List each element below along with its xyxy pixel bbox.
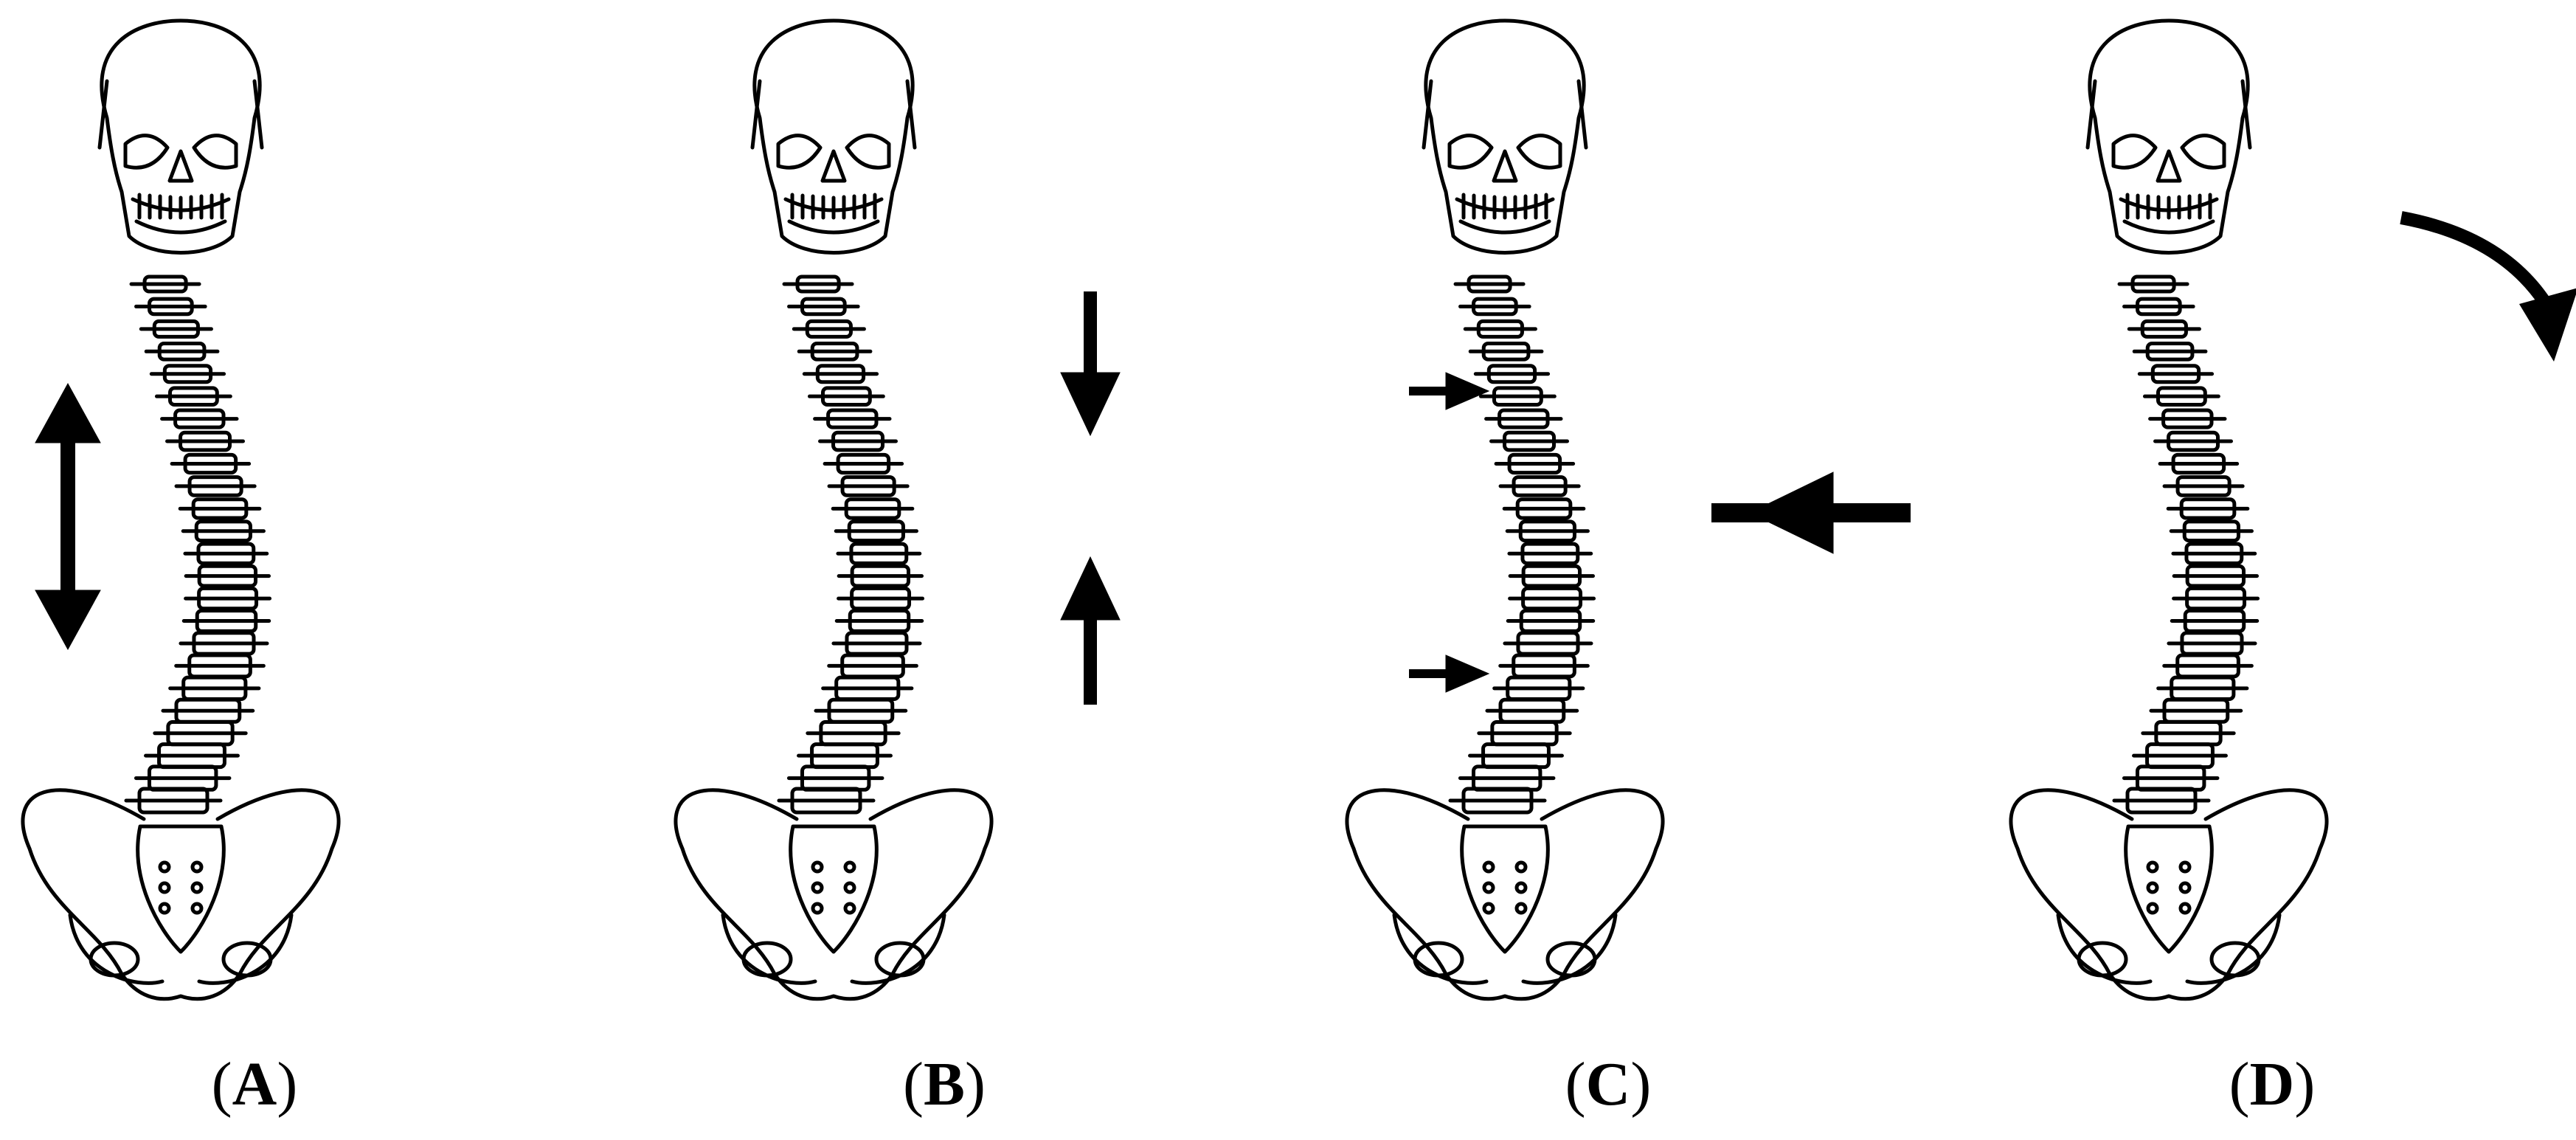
skull-icon bbox=[97, 18, 264, 255]
panel-d-drawing bbox=[2009, 18, 2576, 1001]
arrow-down-icon bbox=[1060, 291, 1121, 437]
skull-icon bbox=[1422, 18, 1588, 255]
spine-icon bbox=[1448, 274, 1596, 815]
arrow-rotate-clockwise-icon bbox=[2400, 211, 2576, 362]
panel-b: (B) bbox=[657, 0, 1306, 1140]
arrow-right-upper-icon bbox=[1409, 372, 1490, 410]
arrow-up-icon bbox=[1060, 556, 1121, 705]
arrow-right-lower-icon bbox=[1409, 654, 1490, 693]
skull-icon bbox=[750, 18, 917, 255]
panel-c-drawing bbox=[1345, 18, 1911, 1001]
panel-a-drawing bbox=[21, 18, 341, 1001]
caption-d: (D) bbox=[2229, 1050, 2316, 1119]
double-arrow-vertical-icon bbox=[35, 382, 101, 651]
skeleton-a bbox=[21, 18, 341, 1001]
panel-c: (C) bbox=[1328, 0, 1977, 1140]
skeleton-c bbox=[1345, 18, 1665, 1001]
caption-c: (C) bbox=[1565, 1050, 1652, 1119]
skeleton-d bbox=[2009, 18, 2329, 1001]
arrow-left-large-icon bbox=[1711, 471, 1911, 554]
spine-icon bbox=[124, 274, 272, 815]
panel-b-drawing bbox=[674, 18, 1121, 1001]
caption-a: (A) bbox=[211, 1050, 298, 1119]
skull-icon bbox=[2085, 18, 2252, 255]
spine-icon bbox=[777, 274, 925, 815]
pelvis-icon bbox=[1345, 788, 1665, 1001]
pelvis-icon bbox=[674, 788, 994, 1001]
skeleton-b bbox=[674, 18, 994, 1001]
spine-icon bbox=[2112, 274, 2260, 815]
panel-d: (D) bbox=[1992, 0, 2576, 1140]
pelvis-icon bbox=[2009, 788, 2329, 1001]
panel-a: (A) bbox=[0, 0, 649, 1140]
caption-b: (B) bbox=[903, 1050, 986, 1119]
pelvis-icon bbox=[21, 788, 341, 1001]
